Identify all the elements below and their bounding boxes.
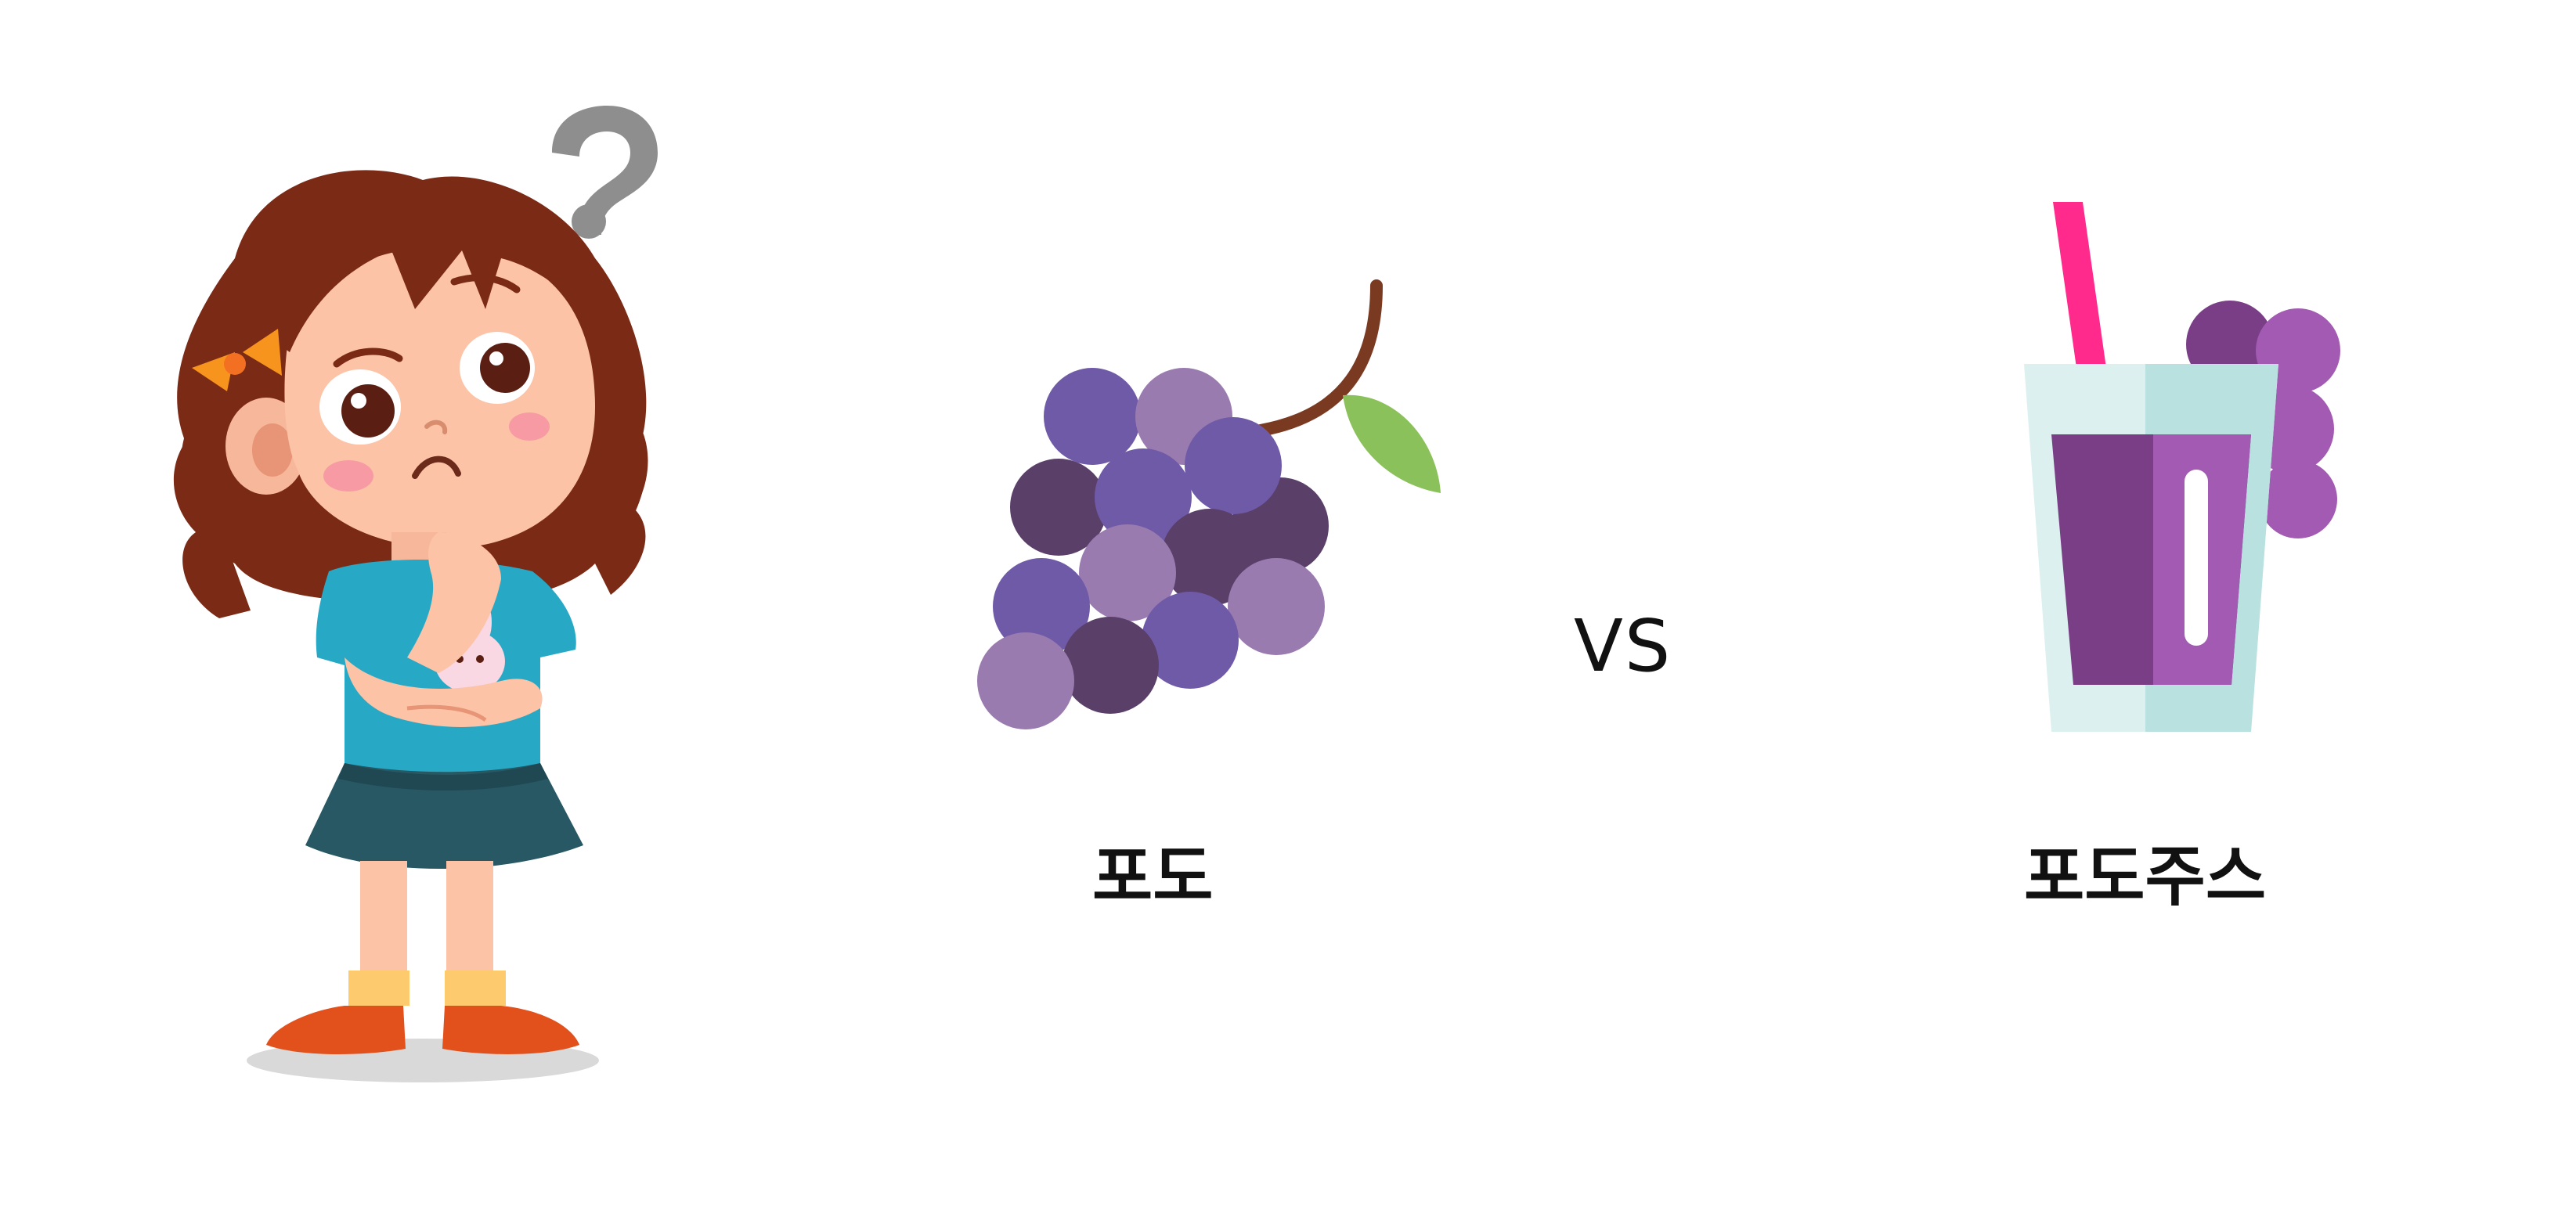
- grape-juice-glass-icon: [2024, 202, 2340, 732]
- question-mark-icon: [552, 106, 658, 239]
- grape-bunch-icon: [977, 279, 1441, 729]
- thinking-girl-illustration: [173, 106, 658, 1082]
- grape-juice-label: 포도주스: [2024, 838, 2267, 915]
- grape-label: 포도: [1092, 838, 1214, 915]
- versus-label: VS: [1574, 604, 1672, 688]
